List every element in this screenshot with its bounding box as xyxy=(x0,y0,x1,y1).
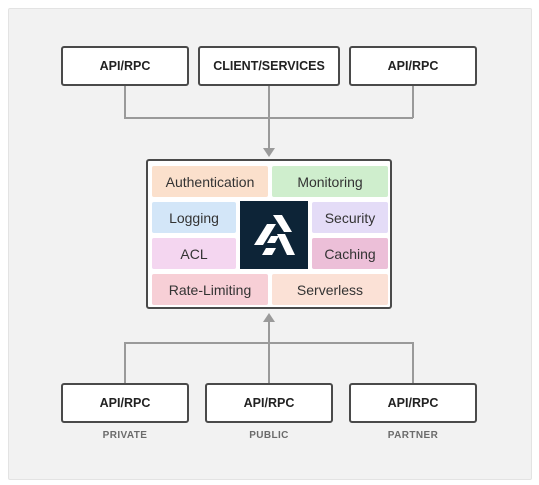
arrow-down-to-gateway xyxy=(263,148,275,157)
gorilla-logo-glyph xyxy=(254,215,295,255)
caption-private: PRIVATE xyxy=(102,430,148,441)
top-box-label: API/RPC xyxy=(99,59,151,73)
top-box-api-rpc-right: API/RPC xyxy=(349,46,477,86)
top-box-api-rpc-left: API/RPC xyxy=(61,46,189,86)
bottom-box-label: API/RPC xyxy=(243,396,295,410)
tile-logging: Logging xyxy=(152,202,236,233)
tile-label: Caching xyxy=(324,245,376,262)
tile-acl: ACL xyxy=(152,238,236,269)
gateway-box: Authentication Monitoring Logging Securi… xyxy=(146,159,392,309)
bottom-box-partner: API/RPC xyxy=(349,383,477,423)
top-box-label: CLIENT/SERVICES xyxy=(213,59,325,73)
tile-rate-limiting: Rate-Limiting xyxy=(152,274,268,305)
tile-label: ACL xyxy=(180,245,208,262)
caption-partner: PARTNER xyxy=(387,430,439,441)
bottom-box-private: API/RPC xyxy=(61,383,189,423)
top-box-label: API/RPC xyxy=(387,59,439,73)
gorilla-logo-icon xyxy=(240,201,308,269)
tile-security: Security xyxy=(312,202,388,233)
tile-label: Serverless xyxy=(296,281,364,298)
connector-top-left xyxy=(124,86,413,119)
arrow-up-to-gateway xyxy=(263,313,275,322)
tile-caching: Caching xyxy=(312,238,388,269)
caption-public: PUBLIC xyxy=(249,430,289,441)
top-box-client-services: CLIENT/SERVICES xyxy=(198,46,340,86)
tile-authentication: Authentication xyxy=(152,166,268,197)
bottom-box-label: API/RPC xyxy=(99,396,151,410)
tile-serverless: Serverless xyxy=(272,274,388,305)
tile-label: Authentication xyxy=(165,173,255,190)
bottom-box-label: API/RPC xyxy=(387,396,439,410)
tile-monitoring: Monitoring xyxy=(272,166,388,197)
bottom-box-public: API/RPC xyxy=(205,383,333,423)
tile-label: Rate-Limiting xyxy=(168,281,252,298)
tile-label: Security xyxy=(324,209,376,226)
tile-label: Logging xyxy=(169,209,219,226)
tile-label: Monitoring xyxy=(297,173,363,190)
